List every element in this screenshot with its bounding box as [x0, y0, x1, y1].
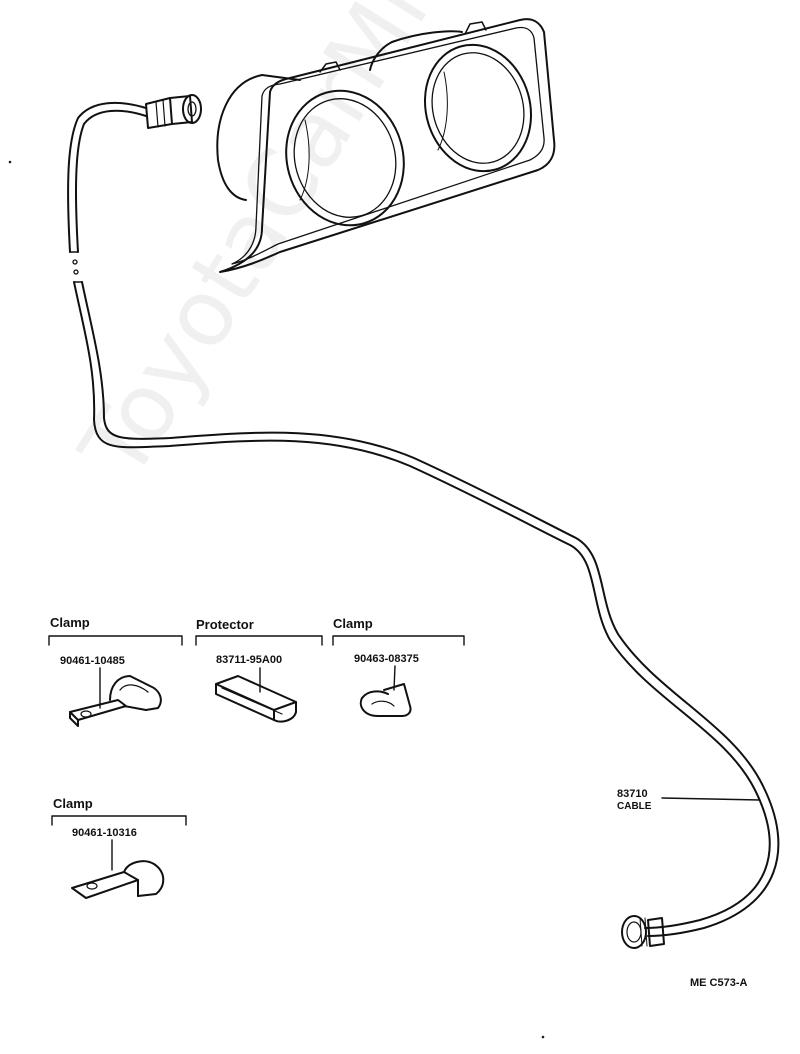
leader-lines — [99, 665, 761, 871]
protector-83711-95a00-drawing — [215, 675, 297, 723]
group-brackets — [48, 635, 465, 826]
cable-main-run — [73, 281, 780, 937]
cable-end-fitting — [621, 915, 665, 949]
part-number-clamp-2: 90463-08375 — [354, 653, 419, 665]
part-number-protector: 83711-95A00 — [216, 654, 283, 666]
cable-connector — [145, 94, 202, 129]
cable-name: CABLE — [617, 801, 652, 812]
clamp-90461-10485-drawing — [69, 675, 162, 727]
cable-upper-section — [67, 101, 147, 275]
cable-part-number: 83710 — [617, 788, 648, 800]
clamp-90463-08375-drawing — [359, 683, 412, 717]
gauge-cluster-housing — [216, 18, 556, 273]
part-number-clamp-1: 90461-10485 — [60, 655, 125, 667]
group-title-protector: Protector — [196, 617, 254, 632]
figure-code: ME C573-A — [690, 977, 748, 989]
part-number-clamp-3: 90461-10316 — [72, 827, 137, 839]
group-title-clamp-3: Clamp — [53, 796, 93, 811]
clamp-90461-10316-drawing — [71, 860, 165, 899]
group-title-clamp-1: Clamp — [50, 615, 90, 630]
scan-specks — [8, 160, 545, 1039]
group-title-clamp-2: Clamp — [333, 616, 373, 631]
